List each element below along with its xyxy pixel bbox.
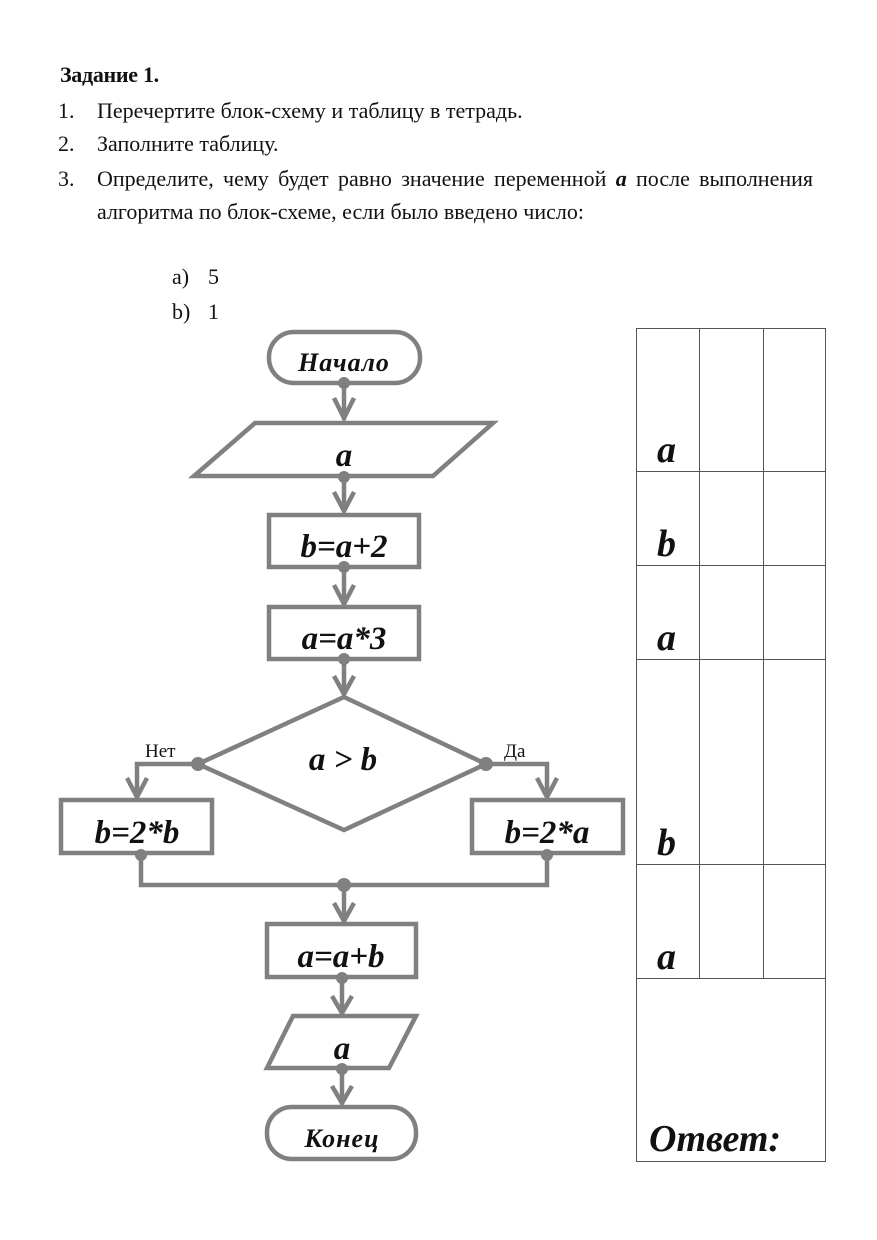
input-label: a xyxy=(336,438,353,474)
arrow-down-icon xyxy=(330,994,354,1018)
step-number: 1. xyxy=(58,98,75,123)
no-label: Нет xyxy=(145,741,176,762)
flow-line-no xyxy=(134,761,198,797)
arrow-down-icon xyxy=(332,490,356,516)
table-cell[interactable] xyxy=(700,566,764,659)
step-number: 2. xyxy=(58,131,75,156)
var-label: a xyxy=(657,617,676,659)
step-text: Перечертите блок-схему и таблицу в тетра… xyxy=(97,98,523,123)
table-cell[interactable] xyxy=(764,566,825,659)
task-title: Задание 1. xyxy=(60,62,159,87)
table-cell-var: b xyxy=(637,472,700,565)
process-label: b=a+2 xyxy=(300,529,387,565)
table-cell-var: a xyxy=(637,865,700,978)
arrow-down-icon xyxy=(125,776,149,802)
option-label: a) xyxy=(172,264,190,289)
table-row: b xyxy=(637,660,825,865)
step-text-after: после выполнения алгоритма по блок-схеме… xyxy=(97,166,813,224)
input-parallelogram xyxy=(187,420,499,479)
table-cell[interactable] xyxy=(700,865,764,978)
step-text: Заполните таблицу. xyxy=(97,131,279,156)
process-box-b-eq-2-times-a xyxy=(469,797,626,856)
arrow-down-icon xyxy=(330,1084,354,1108)
decision-diamond xyxy=(192,694,492,833)
condition-label: a > b xyxy=(309,742,377,778)
process-box-b-eq-a-plus-2 xyxy=(266,512,422,570)
table-cell[interactable] xyxy=(764,329,825,471)
table-cell[interactable] xyxy=(764,472,825,565)
table-cell[interactable] xyxy=(764,865,825,978)
option-value: 5 xyxy=(208,264,219,289)
arrow-down-icon xyxy=(535,776,559,802)
trace-table: a b a b a Ответ: xyxy=(636,328,826,1162)
process-label: b=2*a xyxy=(505,815,590,851)
var-label: a xyxy=(657,936,676,978)
process-box-b-eq-2-times-b xyxy=(58,797,215,856)
process-label: a=a*3 xyxy=(302,621,387,657)
table-cell[interactable] xyxy=(700,660,764,864)
option-value: 1 xyxy=(208,299,219,324)
step-text-before: Определите, чему будет равно значение пе… xyxy=(97,166,616,191)
answer-row: Ответ: xyxy=(637,979,825,1160)
table-cell[interactable] xyxy=(700,472,764,565)
process-label: b=2*b xyxy=(95,815,180,851)
arrow-down-icon xyxy=(332,583,356,609)
variable-a: a xyxy=(615,166,627,191)
output-label: a xyxy=(334,1031,351,1067)
yes-label: Да xyxy=(504,741,526,762)
var-label: a xyxy=(657,429,676,471)
step-text: Определите, чему будет равно значение пе… xyxy=(97,162,813,228)
table-cell[interactable] xyxy=(764,660,825,864)
end-terminator xyxy=(264,1104,419,1162)
table-cell-var: a xyxy=(637,566,700,659)
arrow-down-icon xyxy=(332,674,356,699)
option-a: a) 5 xyxy=(172,262,219,292)
start-label: Начало xyxy=(297,348,390,377)
arrow-down-icon xyxy=(331,396,357,424)
arrow-down-icon xyxy=(332,901,356,926)
option-label: b) xyxy=(172,299,191,324)
output-parallelogram xyxy=(263,1013,420,1071)
table-row: a xyxy=(637,566,825,660)
answer-label: Ответ: xyxy=(649,1118,782,1160)
step-number: 3. xyxy=(58,166,75,191)
option-b: b) 1 xyxy=(172,297,219,327)
table-cell-var: b xyxy=(637,660,700,864)
flow-line-yes xyxy=(486,761,550,797)
var-label: b xyxy=(657,523,676,565)
table-cell[interactable] xyxy=(700,329,764,471)
table-row: a xyxy=(637,329,825,472)
table-row: b xyxy=(637,472,825,566)
table-row: a xyxy=(637,865,825,979)
process-label: a=a+b xyxy=(297,939,384,975)
end-label: Конец xyxy=(303,1124,379,1153)
table-cell-var: a xyxy=(637,329,700,471)
var-label: b xyxy=(657,822,676,864)
